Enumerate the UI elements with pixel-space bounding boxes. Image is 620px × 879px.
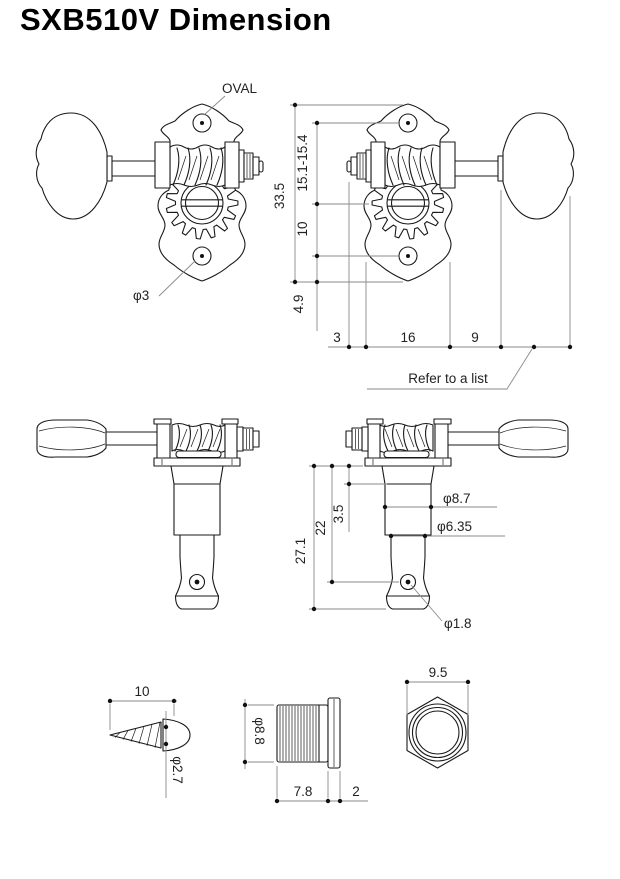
base-plate [153, 457, 241, 467]
nut-circle-inner [415, 710, 460, 755]
gear-edge [175, 450, 222, 459]
gear-hub-inner [184, 185, 220, 221]
front-view-callouts: OVAL φ3 [133, 81, 258, 303]
base-plate-marks [161, 459, 233, 465]
dim-collar: 3.5 [331, 505, 346, 524]
note-leader-line [367, 348, 533, 390]
tuner-knob [35, 112, 108, 220]
dim-to-string-hole: 22 [313, 520, 328, 535]
mount-screw-drawing: 10 φ2.7 [107, 684, 191, 798]
bushing-knurl [279, 706, 317, 761]
phi3-leader-line [158, 260, 196, 297]
knob-ferrule [106, 155, 113, 182]
thread-lines-side [246, 429, 250, 449]
worm-bracket-left [154, 141, 171, 189]
dim-shaft-length: 9 [471, 330, 479, 345]
oval-label: OVAL [222, 81, 258, 96]
bushing-drawing: φ8.8 7.8 2 [242, 697, 368, 804]
cap-side [252, 430, 260, 448]
threaded-bushing [243, 152, 254, 180]
refer-note: Refer to a list [408, 371, 488, 386]
bracket-left-side [156, 418, 171, 459]
knob-shaft-side [105, 431, 158, 446]
thread-bushing-side [242, 427, 254, 451]
side-view-dimensions: 27.1 22 3.5 φ8.7 φ6.35 φ1.8 [293, 463, 505, 631]
dim-screw-length: 10 [134, 684, 149, 699]
dim-screw-dia: φ2.7 [170, 756, 185, 784]
screw-threads [114, 722, 161, 748]
nut-circle-outer [408, 703, 467, 762]
front-view-left [35, 103, 264, 282]
worm-side-hatch [179, 428, 221, 448]
thread-lines [246, 154, 251, 178]
bracket-left-tab [153, 418, 172, 425]
side-view-right [345, 418, 569, 610]
post-slot [180, 199, 224, 207]
shaft-cap [252, 156, 260, 176]
knob-shaft [106, 160, 156, 177]
front-view-right [346, 103, 575, 282]
dim-post-length: 27.1 [293, 538, 308, 564]
screw-hole-dia-label: φ3 [133, 288, 149, 303]
nut-circle-mid [411, 706, 464, 759]
worm-hatch [177, 155, 220, 181]
top-screw-hole-center [200, 121, 204, 125]
bottom-screw-hole-center [200, 254, 204, 258]
bracket-right-tab [221, 418, 239, 425]
worm-flights [172, 147, 224, 186]
collar-side [236, 426, 244, 452]
dim-bushing-dia: φ8.8 [252, 717, 267, 745]
dim-nut-width: 9.5 [429, 665, 448, 680]
shaft-collar [238, 149, 245, 183]
screw-head [162, 718, 191, 752]
bottom-screw-hole [192, 246, 212, 266]
tuner-knob-side [36, 419, 107, 458]
dim-bushing-flange: 2 [352, 784, 360, 799]
dim-hole-span: 15.1-15.4 [295, 134, 310, 192]
dim-gear-to-hole: 10 [295, 221, 310, 236]
top-screw-hole [192, 113, 212, 133]
string-hole [188, 573, 206, 591]
dim-plate-width: 16 [400, 330, 415, 345]
worm-side-flights [174, 424, 222, 452]
dim-bushing-body: 7.8 [294, 784, 313, 799]
dim-peg-protrusion: 3 [333, 330, 341, 345]
string-post [170, 465, 224, 610]
dim-post-dia: φ6.35 [437, 519, 472, 534]
string-hole-leader [410, 584, 443, 622]
knob-facet-lines [38, 426, 106, 451]
shaft-cap-end [258, 160, 264, 173]
dim-hole-to-edge: 4.9 [291, 295, 306, 314]
bushing-body [276, 704, 329, 763]
page-title: SXB510V Dimension [20, 2, 332, 37]
bracket-right-side [224, 418, 238, 459]
dim-string-hole-dia: φ1.8 [444, 616, 472, 631]
worm-bracket-right [224, 141, 240, 189]
oval-leader-line [203, 95, 226, 116]
front-view-dimensions: 33.5 15.1-15.4 10 4.9 3 16 9 Refer to a … [272, 102, 573, 390]
side-view-left [36, 418, 260, 610]
dim-plate-height: 33.5 [272, 183, 287, 209]
dim-post-upper-dia: φ8.7 [443, 491, 471, 506]
gear-hub [180, 181, 224, 225]
hex-nut-drawing: 9.5 [404, 665, 471, 769]
string-hole-center [194, 579, 200, 585]
